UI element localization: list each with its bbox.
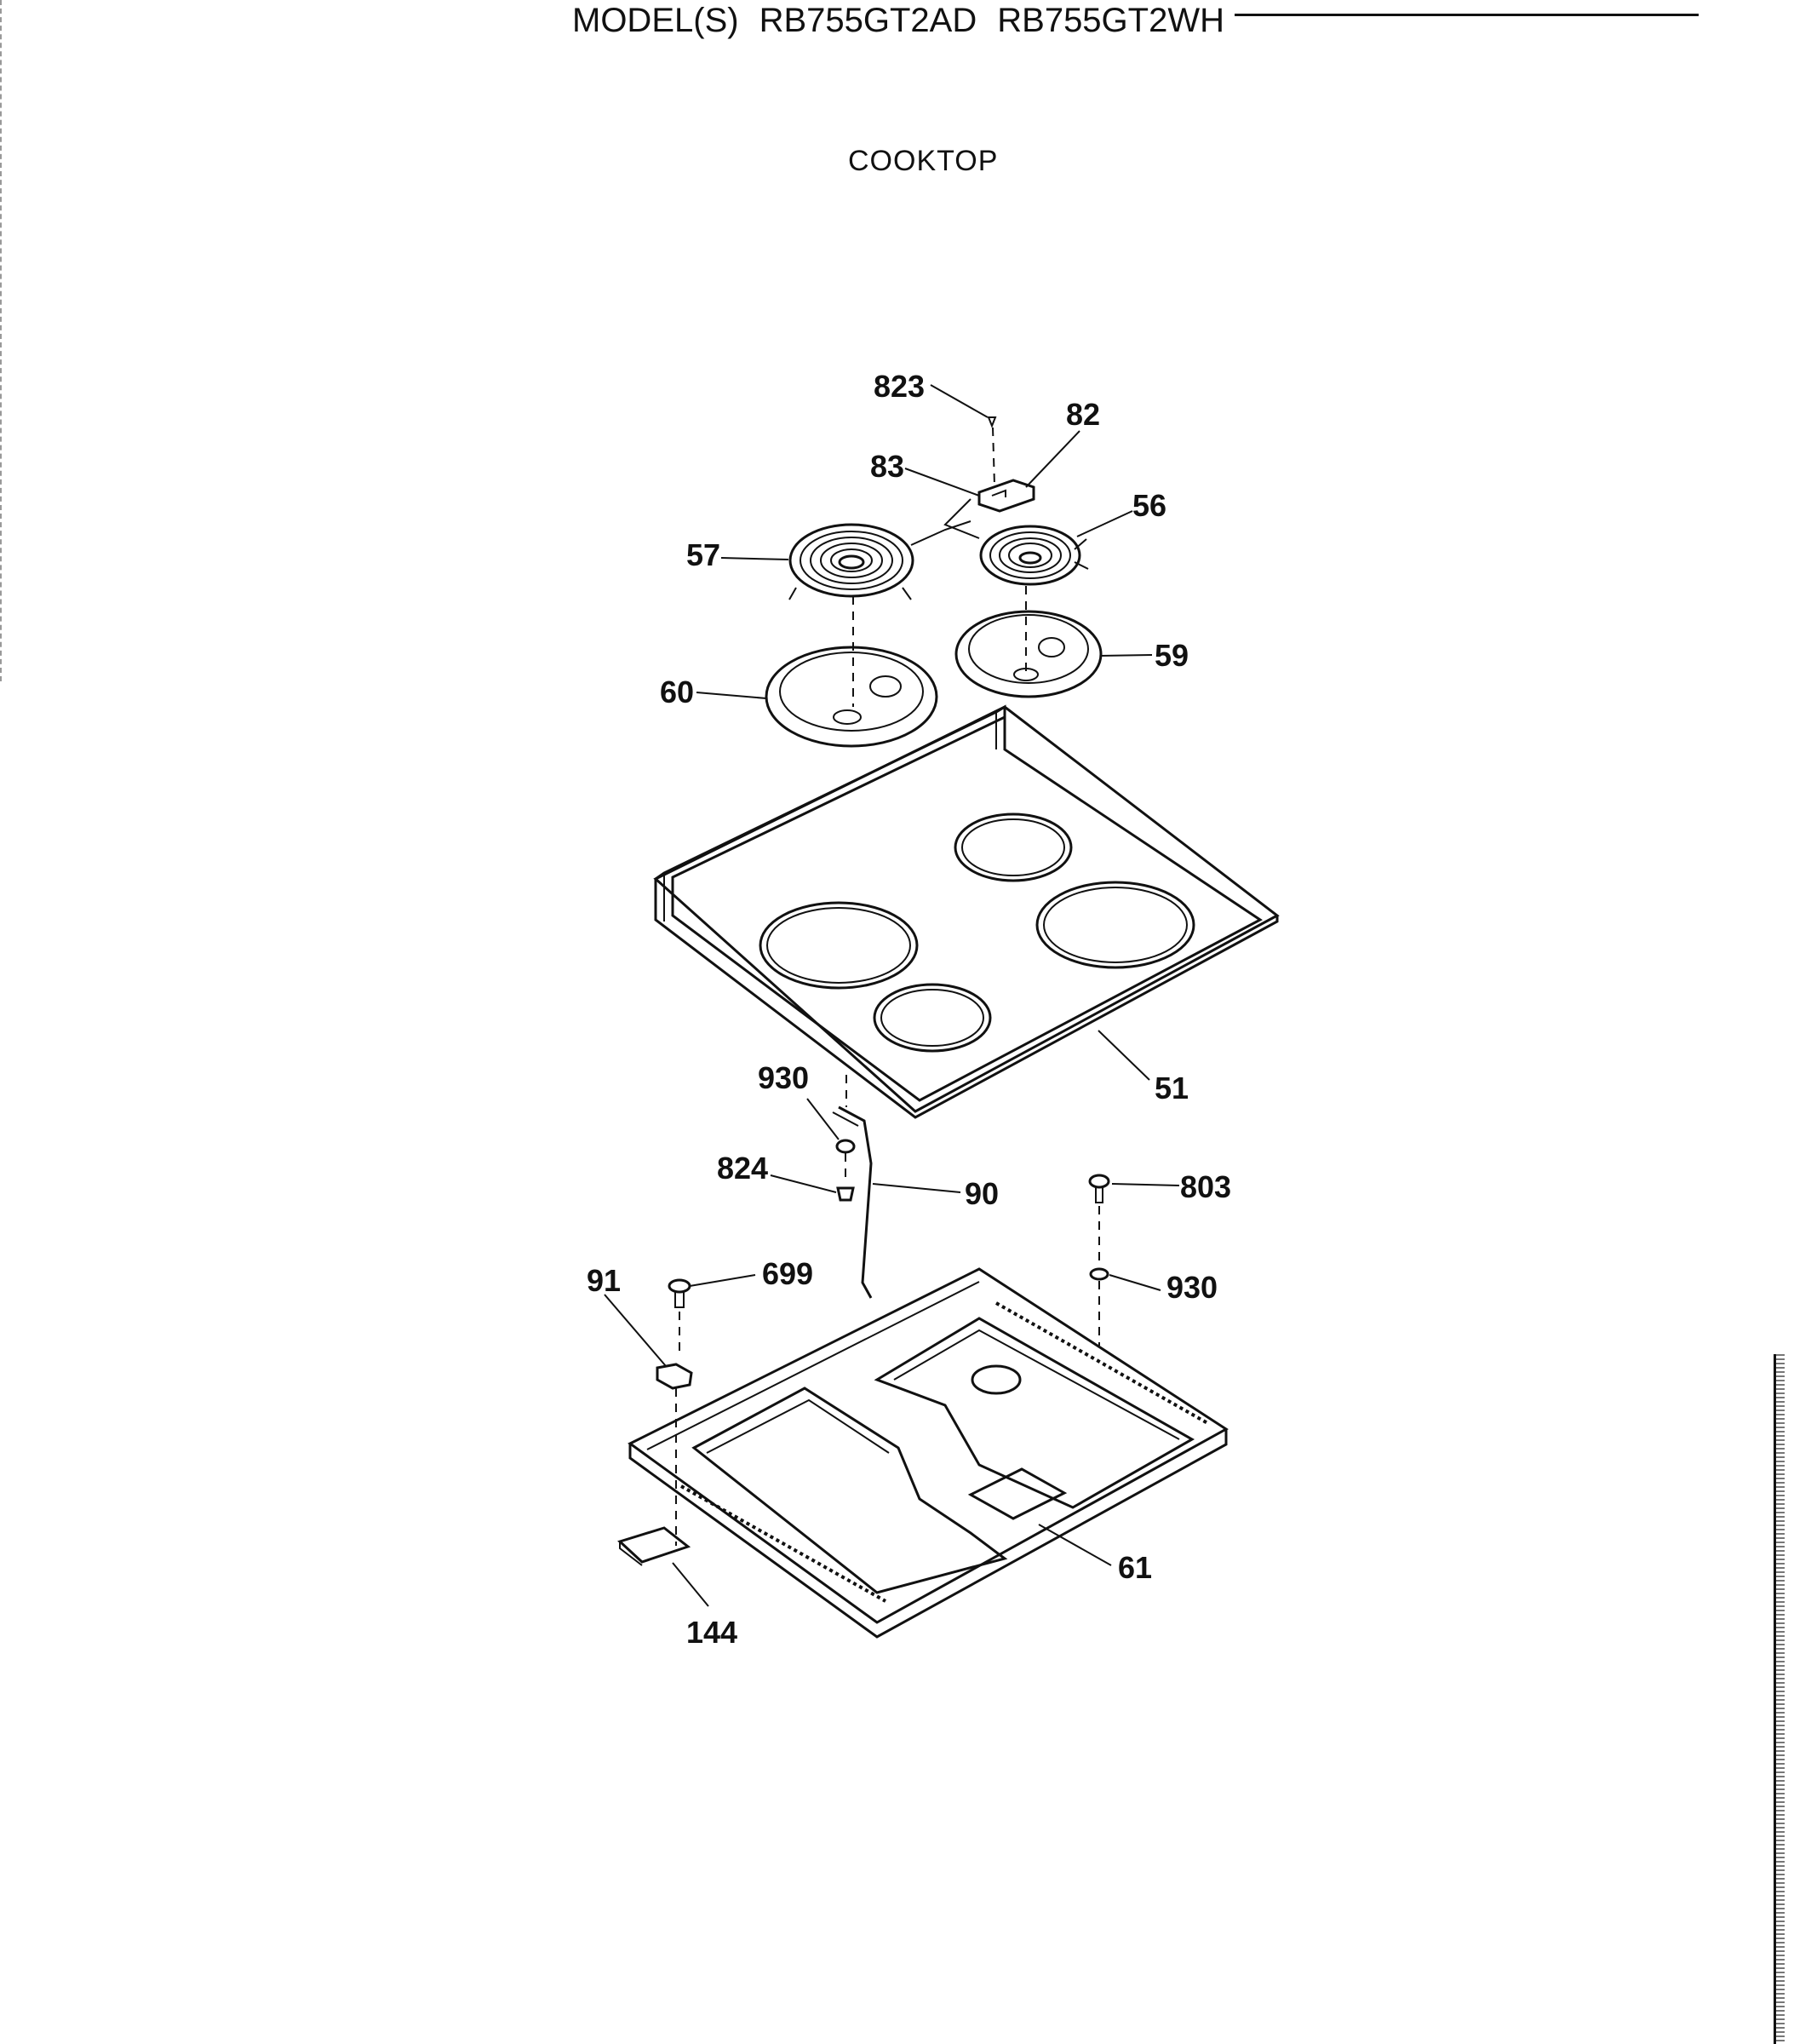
callout-930-lower: 930 <box>1166 1270 1218 1305</box>
bottom-panel-61 <box>628 1267 1229 1639</box>
callout-51: 51 <box>1155 1071 1189 1105</box>
callout-823: 823 <box>874 369 925 404</box>
callout-699: 699 <box>762 1256 813 1291</box>
callout-61: 61 <box>1118 1550 1152 1585</box>
scan-edge-right <box>1774 1354 1785 2044</box>
screw-823 <box>987 416 997 486</box>
cooktop-51 <box>653 704 1280 1119</box>
model-number-2: RB755GT2WH <box>997 2 1224 39</box>
callout-56: 56 <box>1132 488 1166 523</box>
model-label: MODEL(S) <box>572 2 739 39</box>
bracket-144 <box>617 1526 691 1566</box>
screw-699 <box>668 1278 691 1356</box>
callout-82: 82 <box>1066 397 1100 432</box>
drip-pan-59 <box>954 610 1103 698</box>
callout-803: 803 <box>1180 1169 1231 1204</box>
screw-824 <box>836 1186 855 1202</box>
model-number-1: RB755GT2AD <box>759 2 977 39</box>
bracket-91 <box>656 1363 693 1546</box>
callout-59: 59 <box>1155 638 1189 673</box>
callout-57: 57 <box>686 537 720 572</box>
model-header: MODEL(S) RB755GT2AD RB755GT2WH <box>572 2 1245 40</box>
leader-lines <box>604 384 1180 1607</box>
callout-90: 90 <box>965 1176 999 1211</box>
callout-824: 824 <box>717 1151 768 1186</box>
hinge-rod-90 <box>832 1075 873 1299</box>
callout-labels: 823 82 83 56 57 59 60 51 930 824 90 803 … <box>587 369 1231 1650</box>
scan-edge-left <box>0 0 3 681</box>
washer-930-upper <box>835 1139 856 1182</box>
washer-930-lower <box>1089 1267 1109 1346</box>
callout-60: 60 <box>660 675 694 709</box>
surface-unit-56 <box>943 498 1089 673</box>
callout-91: 91 <box>587 1263 621 1298</box>
header-rule <box>1235 14 1699 16</box>
section-title: COOKTOP <box>848 145 999 177</box>
callout-144: 144 <box>686 1615 737 1650</box>
screw-803 <box>1088 1174 1110 1267</box>
terminal-block-82 <box>977 479 1035 513</box>
callout-930-upper: 930 <box>758 1060 809 1095</box>
surface-unit-57 <box>788 520 972 707</box>
drip-pan-60 <box>765 646 938 748</box>
callout-83: 83 <box>870 449 904 484</box>
